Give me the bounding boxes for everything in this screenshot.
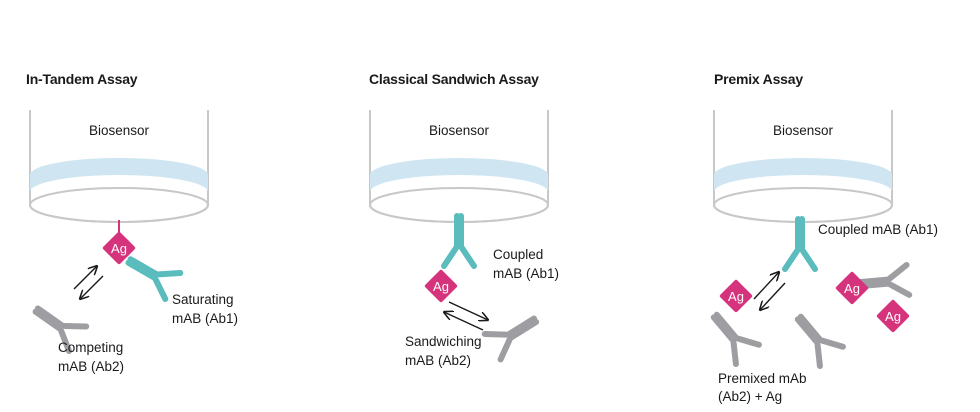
binding-arrow-forward	[753, 272, 779, 300]
premixed-antibody-2	[857, 265, 909, 299]
binding-arrow-reverse	[444, 312, 484, 331]
competing-label-line2: mAB (Ab2)	[58, 359, 124, 374]
premixed-label-line1: Premixed mAb	[718, 371, 807, 386]
saturating-label-line2: mAB (Ab1)	[172, 311, 238, 326]
coupled-antibody	[785, 219, 815, 269]
antigen: Ag	[102, 231, 136, 265]
sandwiching-label-line1: Sandwiching	[405, 334, 482, 349]
premixed-antibody-1	[704, 306, 759, 364]
antigen-label: Ag	[111, 241, 127, 256]
coupled-label: Coupled mAB (Ab1)	[818, 222, 938, 237]
premix-panel: Premix Assay Biosensor Coupled mAB (Ab1)…	[688, 0, 980, 412]
coupled-label-line1: Coupled	[493, 247, 543, 262]
antigen: Ag	[424, 269, 458, 303]
antigen-label-3: Ag	[885, 309, 901, 324]
premixed-label-line2: (Ab2) + Ag	[718, 389, 782, 404]
free-antibody	[788, 308, 843, 366]
sandwiching-antibody	[485, 308, 543, 360]
coupled-label-line2: mAB (Ab1)	[493, 266, 559, 281]
coupled-antibody	[444, 216, 474, 266]
binding-arrow-reverse	[80, 275, 104, 299]
biosensor: Biosensor	[29, 110, 209, 223]
binding-arrow-forward	[73, 266, 97, 290]
classical-sandwich-panel: Classical Sandwich Assay Biosensor Ag Co…	[343, 0, 673, 412]
competing-label-line1: Competing	[58, 340, 123, 355]
antigen-label-1: Ag	[728, 289, 744, 304]
saturating-label-line1: Saturating	[172, 292, 234, 307]
panel-title: Classical Sandwich Assay	[369, 71, 539, 87]
antigen-label: Ag	[433, 279, 449, 294]
antigen-label-2: Ag	[844, 281, 860, 296]
binding-arrow-forward	[448, 301, 488, 320]
in-tandem-panel: In-Tandem Assay Biosensor Ag Saturating …	[0, 0, 330, 412]
antigen-1: Ag	[719, 279, 753, 313]
binding-arrow-reverse	[760, 282, 786, 310]
biosensor-label: Biosensor	[429, 123, 490, 138]
antigen-3: Ag	[876, 299, 910, 333]
in-tandem-diagram: Biosensor Ag Saturating mAB (Ab1) Compet…	[0, 110, 238, 374]
antigen-2: Ag	[835, 271, 869, 305]
biosensor: Biosensor	[369, 110, 549, 223]
classical-sandwich-diagram: Biosensor Ag Coupled mAB (Ab1) Sandwichi…	[369, 110, 559, 368]
sandwiching-label-line2: mAB (Ab2)	[405, 353, 471, 368]
panel-title: In-Tandem Assay	[26, 71, 138, 87]
premix-diagram: Biosensor Coupled mAB (Ab1) Ag Ag Ag Pre…	[688, 110, 938, 404]
biosensor-label: Biosensor	[89, 123, 150, 138]
biosensor: Biosensor	[713, 110, 893, 223]
biosensor-label: Biosensor	[773, 123, 834, 138]
panel-title: Premix Assay	[714, 71, 803, 87]
